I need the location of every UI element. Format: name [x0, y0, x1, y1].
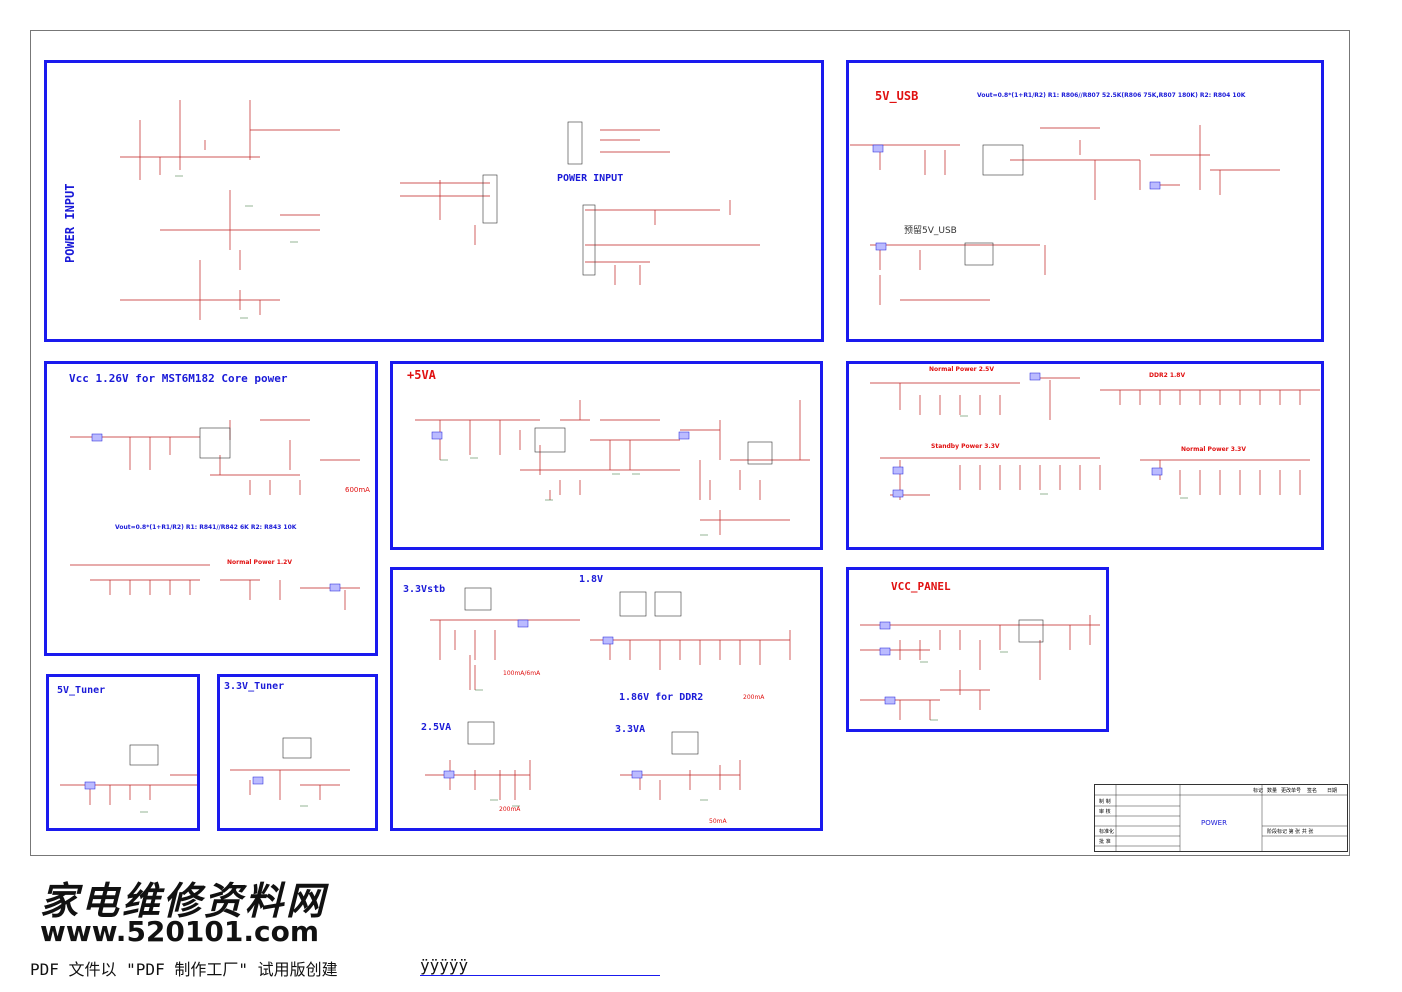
vcc-1v26-current: 600mA	[345, 486, 370, 494]
usb-5v-formula: Vout=0.8*(1+R1/R2) R1: R806//R807 52.5K(…	[977, 92, 1246, 99]
va-2v5-current: 200mA	[499, 806, 521, 813]
vstb-3v3-title: 3.3Vstb	[403, 584, 446, 595]
va-3v3-current: 50mA	[709, 818, 727, 825]
tuner-5v-title: 5V_Tuner	[57, 685, 106, 696]
normal-power-2v5-label: Normal Power 2.5V	[929, 366, 995, 373]
vstb-3v3-current: 100mA/6mA	[503, 670, 541, 677]
title-block-header-mark: 标记	[1253, 788, 1264, 794]
vcc-1v26-title: Vcc 1.26V for MST6M182 Core power	[69, 372, 288, 385]
title-block-row-4: 标准化	[1099, 829, 1115, 835]
standby-power-3v3-label: Standby Power 3.3V	[931, 443, 1000, 450]
tuner-5v-panel: 5V_Tuner	[46, 674, 200, 831]
title-block-header-change: 更改单号	[1281, 788, 1302, 794]
title-block-name: POWER	[1201, 819, 1227, 827]
title-block-row-2: 审 核	[1099, 809, 1111, 815]
power-input-title: POWER INPUT	[63, 183, 77, 263]
title-block-row-5: 批 准	[1099, 839, 1111, 845]
watermark-url: www.520101.com	[40, 915, 319, 948]
power-rails-panel: Normal Power 2.5V DDR2 1.8V Standby Powe…	[846, 361, 1324, 550]
title-block-header-sign: 签名	[1307, 788, 1318, 794]
v1v86-current: 200mA	[743, 694, 765, 701]
usb-5v-panel: 5V_USB Vout=0.8*(1+R1/R2) R1: R806//R807…	[846, 60, 1324, 342]
va-3v3-title: 3.3VA	[615, 724, 646, 735]
watermark-cn: 家电维修资料网	[40, 878, 328, 923]
tuner-3v3-title: 3.3V_Tuner	[224, 681, 285, 692]
va-2v5-title: 2.5VA	[421, 722, 452, 733]
ddr2-1v8-label: DDR2 1.8V	[1149, 372, 1186, 379]
tuner-3v3-panel: 3.3V_Tuner	[217, 674, 378, 831]
ldo-regulators-panel: 3.3Vstb 100mA/6mA 1.8V 1.86V for DDR2 20…	[390, 567, 823, 831]
v1v8-title: 1.8V	[579, 574, 604, 585]
normal-power-3v3-label: Normal Power 3.3V	[1181, 446, 1247, 453]
vcc-1v26-formula: Vout=0.8*(1+R1/R2) R1: R841//R842 6K R2:…	[115, 524, 297, 531]
power-input-title-2: POWER INPUT	[557, 173, 624, 184]
vcc-panel-title: VCC_PANEL	[891, 580, 951, 593]
pdf-mark-link[interactable]: ÿÿÿÿÿ	[420, 956, 660, 976]
page-border	[30, 30, 1350, 856]
usb-5v-preset-label: 预留5V_USB	[904, 226, 957, 236]
vcc-1v26-panel: Vcc 1.26V for MST6M182 Core power Vout=0…	[44, 361, 378, 656]
title-block: 标记 数量 更改单号 签名 日期 制 制 审 核 标准化 批 准 POWER 阶…	[1094, 784, 1348, 852]
title-block-row-1: 制 制	[1099, 799, 1111, 805]
normal-power-1v2-label: Normal Power 1.2V	[227, 559, 293, 566]
usb-5v-title: 5V_USB	[875, 89, 919, 103]
v1v86-ddr2-title: 1.86V for DDR2	[619, 692, 704, 703]
pdf-note: PDF 文件以 "PDF 制作工厂" 试用版创建	[30, 960, 338, 979]
title-block-header-qty: 数量	[1267, 788, 1278, 794]
plus-5va-title: +5VA	[407, 368, 436, 382]
title-block-sheet: 阶段标记 第 张 共 张	[1267, 829, 1314, 835]
vcc-panel-panel: VCC_PANEL	[846, 567, 1109, 732]
title-block-header-date: 日期	[1327, 788, 1338, 794]
power-input-panel: POWER INPUT POWER INPUT	[44, 60, 824, 342]
plus-5va-panel: +5VA	[390, 361, 823, 550]
